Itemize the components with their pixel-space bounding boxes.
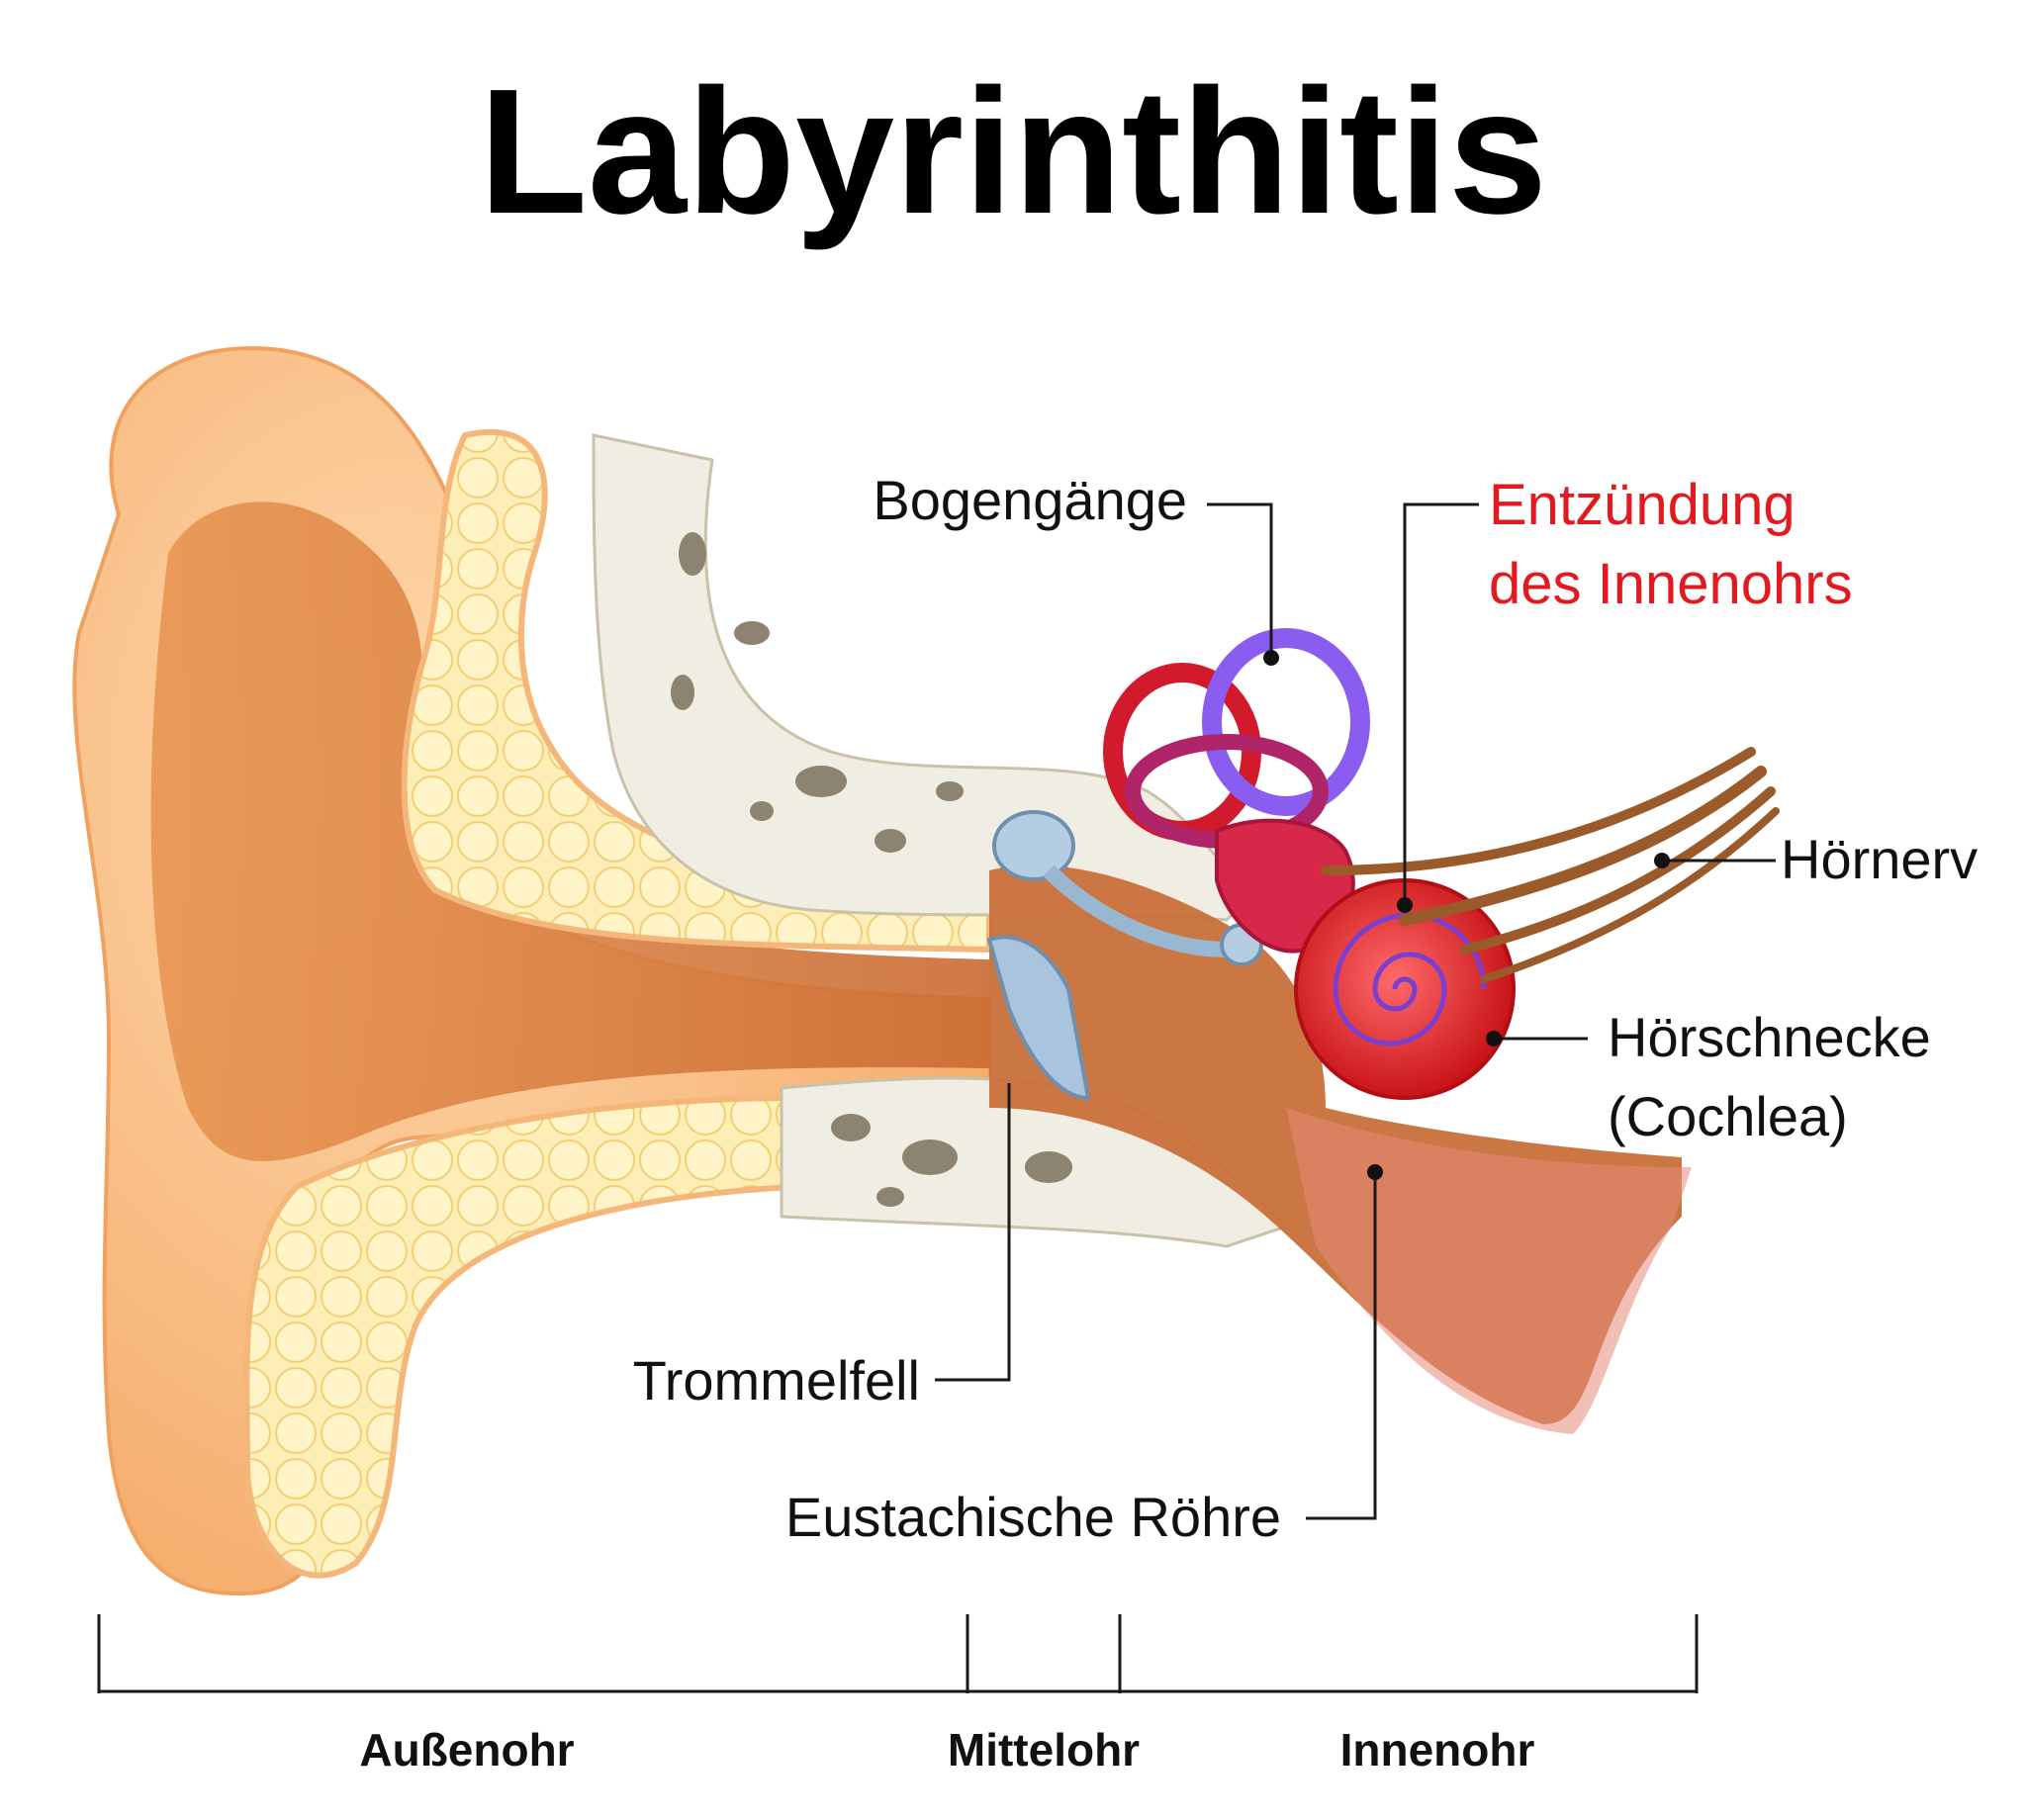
outer-ear-illustration <box>72 345 992 1596</box>
eardrum <box>986 935 1091 1101</box>
eustachian-tube <box>1286 1108 1692 1434</box>
ear-canal <box>150 501 990 1161</box>
label-hoerschnecke-line2: (Cochlea) <box>1608 1085 1848 1147</box>
section-aussenohr: Außenohr <box>359 1724 574 1775</box>
label-bogengaenge: Bogengänge <box>873 469 1187 531</box>
section-innenohr: Innenohr <box>1340 1724 1535 1775</box>
label-eustachische-roehre: Eustachische Röhre <box>785 1486 1281 1548</box>
auditory-nerve <box>1321 747 1780 983</box>
fat-tissue-upper <box>401 428 992 954</box>
temporal-bone <box>592 433 1289 1248</box>
semicircular-canals <box>1103 628 1370 849</box>
label-trommelfell: Trommelfell <box>633 1349 920 1411</box>
ossicles <box>992 810 1263 966</box>
label-entzuendung-line2: des Innenohrs <box>1489 552 1853 616</box>
bone-pores <box>671 532 1072 1207</box>
label-hoerschnecke-line1: Hörschnecke <box>1608 1006 1931 1068</box>
fat-tissue-lower <box>243 1094 794 1579</box>
label-hoernerv: Hörnerv <box>1781 828 1978 890</box>
section-mittelohr: Mittelohr <box>948 1724 1140 1775</box>
label-entzuendung-line1: Entzündung <box>1489 473 1796 537</box>
diagram-title: Labyrinthitis <box>479 52 1547 251</box>
leader-lines <box>935 502 1776 1520</box>
section-bracket <box>97 1614 1699 1693</box>
